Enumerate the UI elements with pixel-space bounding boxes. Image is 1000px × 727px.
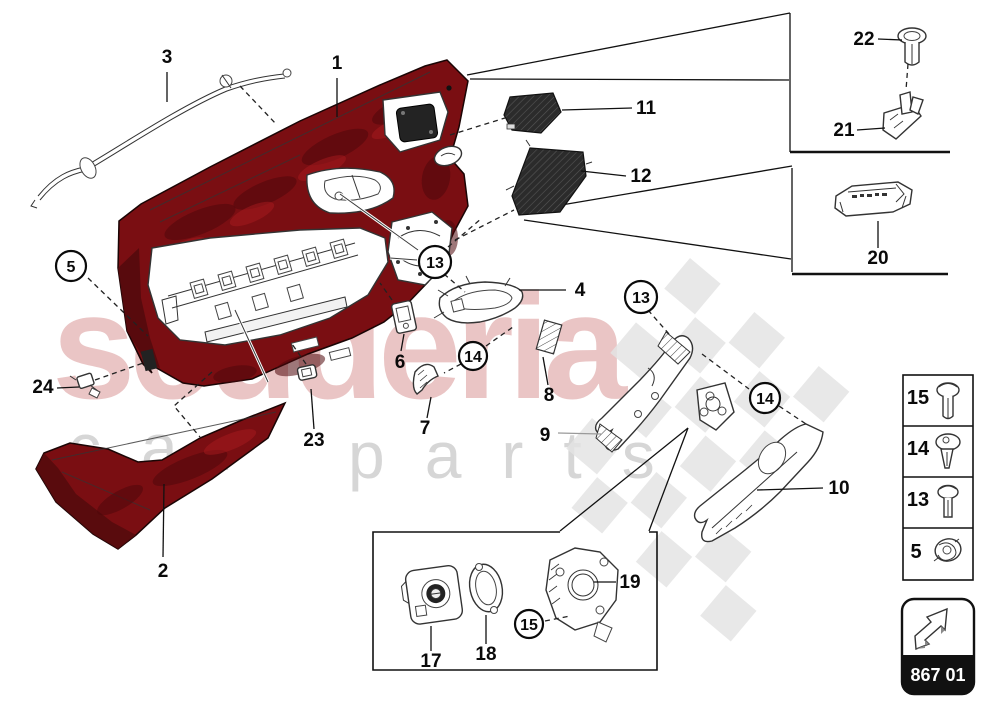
callout-14-right-label: 14 <box>756 391 774 408</box>
part-mid-speaker-grille <box>505 139 593 216</box>
dashed-leader-lines <box>87 63 909 622</box>
callout-3-label: 3 <box>162 47 173 68</box>
retaining-clip-icon <box>933 538 962 562</box>
callout-13-left-label: 13 <box>426 255 444 272</box>
callout-20-label: 20 <box>867 248 888 269</box>
callout-13-right-circle: 13 <box>623 279 659 315</box>
callout-14-left-label: 14 <box>464 349 482 366</box>
part-plate <box>535 319 563 355</box>
pan-head-screw-icon <box>936 382 960 420</box>
callout-19: 19 <box>594 572 641 593</box>
callout-8: 8 <box>542 356 555 406</box>
callout-14-left-circle: 14 <box>457 340 489 372</box>
fastener-legend-table: 15 14 13 <box>902 374 974 581</box>
legend-row-14: 14 <box>907 433 961 469</box>
callout-11-label: 11 <box>636 98 657 119</box>
part-trim-wedge <box>412 363 439 395</box>
flange-screw-icon <box>937 484 959 518</box>
part-sill-light-20 <box>834 181 913 217</box>
callout-4-label: 4 <box>575 280 586 301</box>
part-mount-bracket <box>696 382 735 431</box>
part-mirror-switch <box>400 564 464 625</box>
callout-8-label: 8 <box>544 385 555 406</box>
cable-connector <box>79 157 97 179</box>
door-pocket-opening <box>147 227 389 346</box>
callout-21-label: 21 <box>833 120 855 141</box>
callout-12: 12 <box>580 166 652 187</box>
callout-12-label: 12 <box>630 166 651 187</box>
part-pull-bracket <box>594 331 694 453</box>
part-clip-24 <box>69 372 101 399</box>
callout-9: 9 <box>540 425 602 446</box>
part-sill-trim <box>693 423 824 543</box>
callout-13-right-label: 13 <box>632 290 650 307</box>
panel-leader-lines <box>233 192 419 383</box>
detail-boxes <box>372 12 950 671</box>
part-release-cable <box>30 68 292 209</box>
part-group-code: 867 01 <box>910 665 965 685</box>
part-gasket <box>468 563 504 614</box>
callout-11: 11 <box>561 98 657 119</box>
small-oval-cutout <box>433 145 463 167</box>
part-door-panel <box>117 59 469 387</box>
callout-7-label: 7 <box>420 418 431 439</box>
callout-23-label: 23 <box>303 430 324 451</box>
callout-5-label: 5 <box>67 259 76 276</box>
handle-cup-cutout <box>306 167 395 214</box>
callout-6-label: 6 <box>395 352 406 373</box>
arrow-icon <box>914 607 948 650</box>
part-armrest <box>35 401 287 550</box>
part-mirror-mount-plate <box>545 547 619 643</box>
legend-row-14-num: 14 <box>907 438 930 460</box>
callout-3: 3 <box>162 47 173 102</box>
callout-2-label: 2 <box>158 561 169 582</box>
callout-4: 4 <box>519 280 586 301</box>
callout-13-left-circle: 13 <box>417 244 453 280</box>
legend-row-13-num: 13 <box>907 489 929 511</box>
callout-19-label: 19 <box>619 572 640 593</box>
callout-labels: 1 2 3 4 5 6 7 8 <box>32 29 903 672</box>
callout-22: 22 <box>853 29 903 50</box>
callout-18-label: 18 <box>475 644 496 665</box>
callout-6: 6 <box>395 333 406 373</box>
callout-15-label: 15 <box>520 617 538 634</box>
callout-5-circle: 5 <box>54 249 88 283</box>
callout-9-label: 9 <box>540 425 551 446</box>
callout-15-circle: 15 <box>513 608 545 640</box>
callout-23: 23 <box>303 388 325 451</box>
callout-24-label: 24 <box>32 377 54 398</box>
callout-10: 10 <box>756 478 850 499</box>
legend-row-13: 13 <box>907 484 959 518</box>
mirror-switch-box <box>372 531 658 671</box>
legend-row-15: 15 <box>907 382 960 420</box>
callout-20: 20 <box>867 221 889 269</box>
callout-10-label: 10 <box>828 478 849 499</box>
part-group-badge: 867 01 <box>900 597 976 696</box>
part-check-bracket-21 <box>882 91 924 140</box>
regulator-clips <box>189 238 349 321</box>
legend-row-5-num: 5 <box>910 541 921 563</box>
part-grommet-22 <box>897 27 927 66</box>
tweeter-cutout <box>382 91 449 153</box>
callout-24: 24 <box>32 377 80 398</box>
legend-row-5: 5 <box>910 538 962 563</box>
part-handle-bezel <box>433 275 524 324</box>
callout-1: 1 <box>332 53 343 117</box>
callout-7: 7 <box>420 396 432 439</box>
part-tweeter-grille <box>503 92 562 134</box>
legend-row-15-num: 15 <box>907 387 929 409</box>
callout-14-right-circle: 14 <box>748 381 782 415</box>
callout-1-label: 1 <box>332 53 343 74</box>
callout-2: 2 <box>158 483 169 582</box>
callout-18: 18 <box>475 615 497 665</box>
part-switch <box>390 300 418 334</box>
callout-17-label: 17 <box>420 651 441 672</box>
part-clip-23 <box>296 364 318 381</box>
callout-21: 21 <box>833 120 886 141</box>
callout-22-label: 22 <box>853 29 874 50</box>
push-rivet-icon <box>935 433 961 469</box>
callout-17: 17 <box>420 626 442 672</box>
